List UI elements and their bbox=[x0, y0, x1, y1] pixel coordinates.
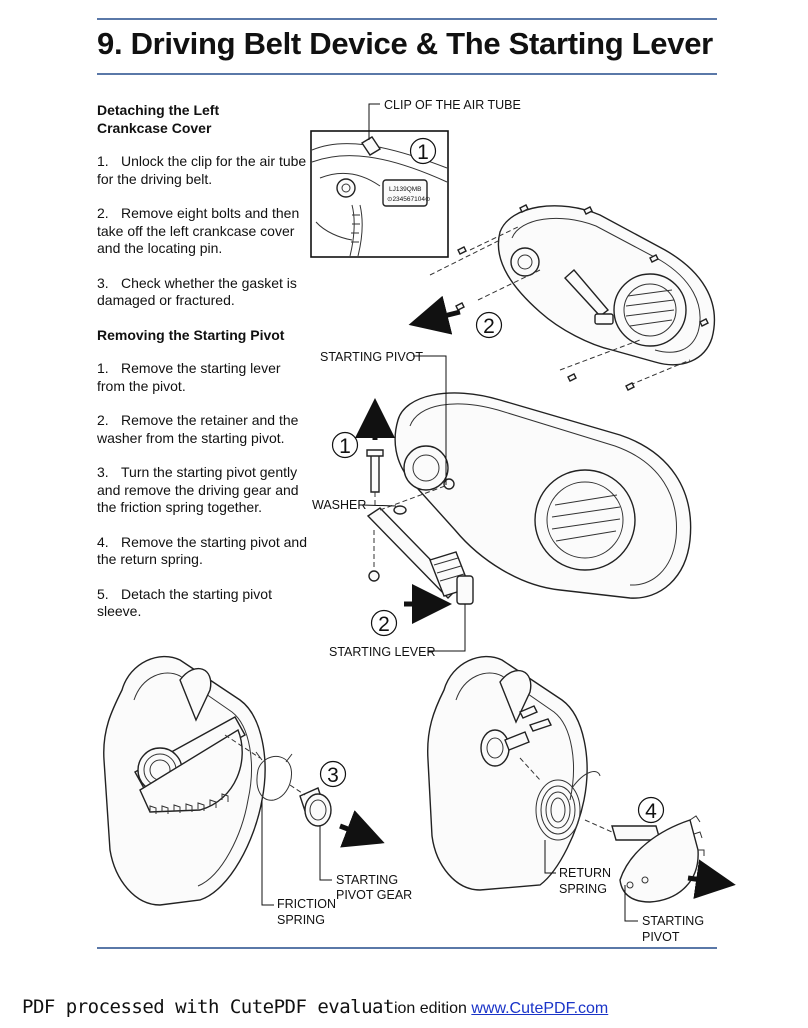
section-heading: Detaching the Left Crankcase Cover bbox=[97, 102, 220, 136]
step-marker-number: 2 bbox=[378, 613, 390, 636]
instruction-step: 2.Remove the retainer and the washer fro… bbox=[97, 412, 299, 446]
plate-text: LJ139QMB bbox=[389, 186, 422, 193]
callout-clip-air-tube: CLIP OF THE AIR TUBE bbox=[384, 98, 521, 112]
plate-text: ⊙234567104⊙ bbox=[387, 196, 430, 203]
callout-leader bbox=[261, 800, 274, 906]
callout-leader bbox=[544, 840, 556, 874]
direction-arrow bbox=[339, 810, 385, 848]
step-marker bbox=[319, 760, 347, 788]
callout-return-spring: RETURN bbox=[559, 866, 611, 880]
watermark-text: ion edition bbox=[393, 1000, 472, 1017]
section-heading: Removing the Starting Pivot bbox=[97, 326, 285, 343]
step-marker bbox=[475, 311, 503, 339]
instructions-column: Detaching the Left Crankcase Cover 1.Unl… bbox=[97, 102, 307, 638]
pdf-watermark-footer: PDF processed with CutePDF evaluation ed… bbox=[22, 996, 608, 1018]
callout-return-spring: SPRING bbox=[559, 882, 607, 896]
instruction-step: 3.Turn the starting pivot gently and rem… bbox=[97, 464, 299, 515]
cutepdf-link[interactable]: www.CutePDF.com bbox=[471, 1000, 609, 1017]
step-marker bbox=[331, 431, 359, 459]
instruction-step: 1.Unlock the clip for the air tube for t… bbox=[97, 153, 307, 187]
callout-starting-pivot-gear: PIVOT GEAR bbox=[336, 888, 412, 902]
page-title: 9. Driving Belt Device & The Starting Le… bbox=[97, 26, 713, 61]
title-rule bbox=[97, 73, 717, 75]
step-marker bbox=[370, 609, 398, 637]
starting-lever-exploded bbox=[366, 392, 692, 605]
callout-leader bbox=[368, 103, 380, 140]
step-marker-number: 4 bbox=[645, 800, 657, 823]
callout-leader bbox=[624, 885, 638, 922]
step-marker bbox=[409, 137, 437, 165]
instruction-step: 5.Detach the starting pivot sleeve. bbox=[97, 585, 272, 620]
callout-friction-spring: FRICTION bbox=[277, 897, 336, 911]
step-marker-number: 1 bbox=[339, 435, 351, 458]
step-marker-number: 3 bbox=[327, 764, 339, 787]
bottom-rule bbox=[97, 947, 717, 949]
instruction-step: 4.Remove the starting pivot and the retu… bbox=[97, 533, 307, 568]
callout-starting-pivot: STARTING bbox=[642, 914, 704, 928]
direction-arrow bbox=[408, 295, 461, 335]
callout-friction-spring: SPRING bbox=[277, 913, 325, 927]
return-spring-pivot-exploded bbox=[426, 655, 705, 903]
instruction-step: 2.Remove eight bolts and then take off t… bbox=[97, 205, 300, 256]
watermark-text: PDF processed with CutePDF evaluat bbox=[22, 996, 394, 1018]
callout-leader bbox=[428, 604, 466, 652]
callout-leader bbox=[361, 504, 397, 507]
callout-leader bbox=[319, 826, 332, 881]
crankcase-cover-exploded bbox=[429, 204, 716, 391]
callout-starting-lever: STARTING LEVER bbox=[329, 645, 436, 659]
instruction-step: 3.Check whether the gasket is damaged or… bbox=[97, 274, 297, 309]
callout-starting-pivot: PIVOT bbox=[642, 930, 680, 944]
step-marker-number: 1 bbox=[417, 141, 429, 164]
callout-leader bbox=[413, 355, 447, 485]
starting-pivot-gear-exploded bbox=[103, 655, 332, 906]
callout-starting-pivot-gear: STARTING bbox=[336, 873, 398, 887]
direction-arrow bbox=[687, 859, 736, 899]
callout-starting-pivot: STARTING PIVOT bbox=[320, 350, 423, 364]
step-marker-number: 2 bbox=[483, 315, 495, 338]
top-rule bbox=[97, 18, 717, 20]
callout-washer: WASHER bbox=[312, 498, 366, 512]
instruction-step: 1.Remove the starting lever from the piv… bbox=[97, 360, 281, 394]
step-marker bbox=[637, 796, 665, 824]
